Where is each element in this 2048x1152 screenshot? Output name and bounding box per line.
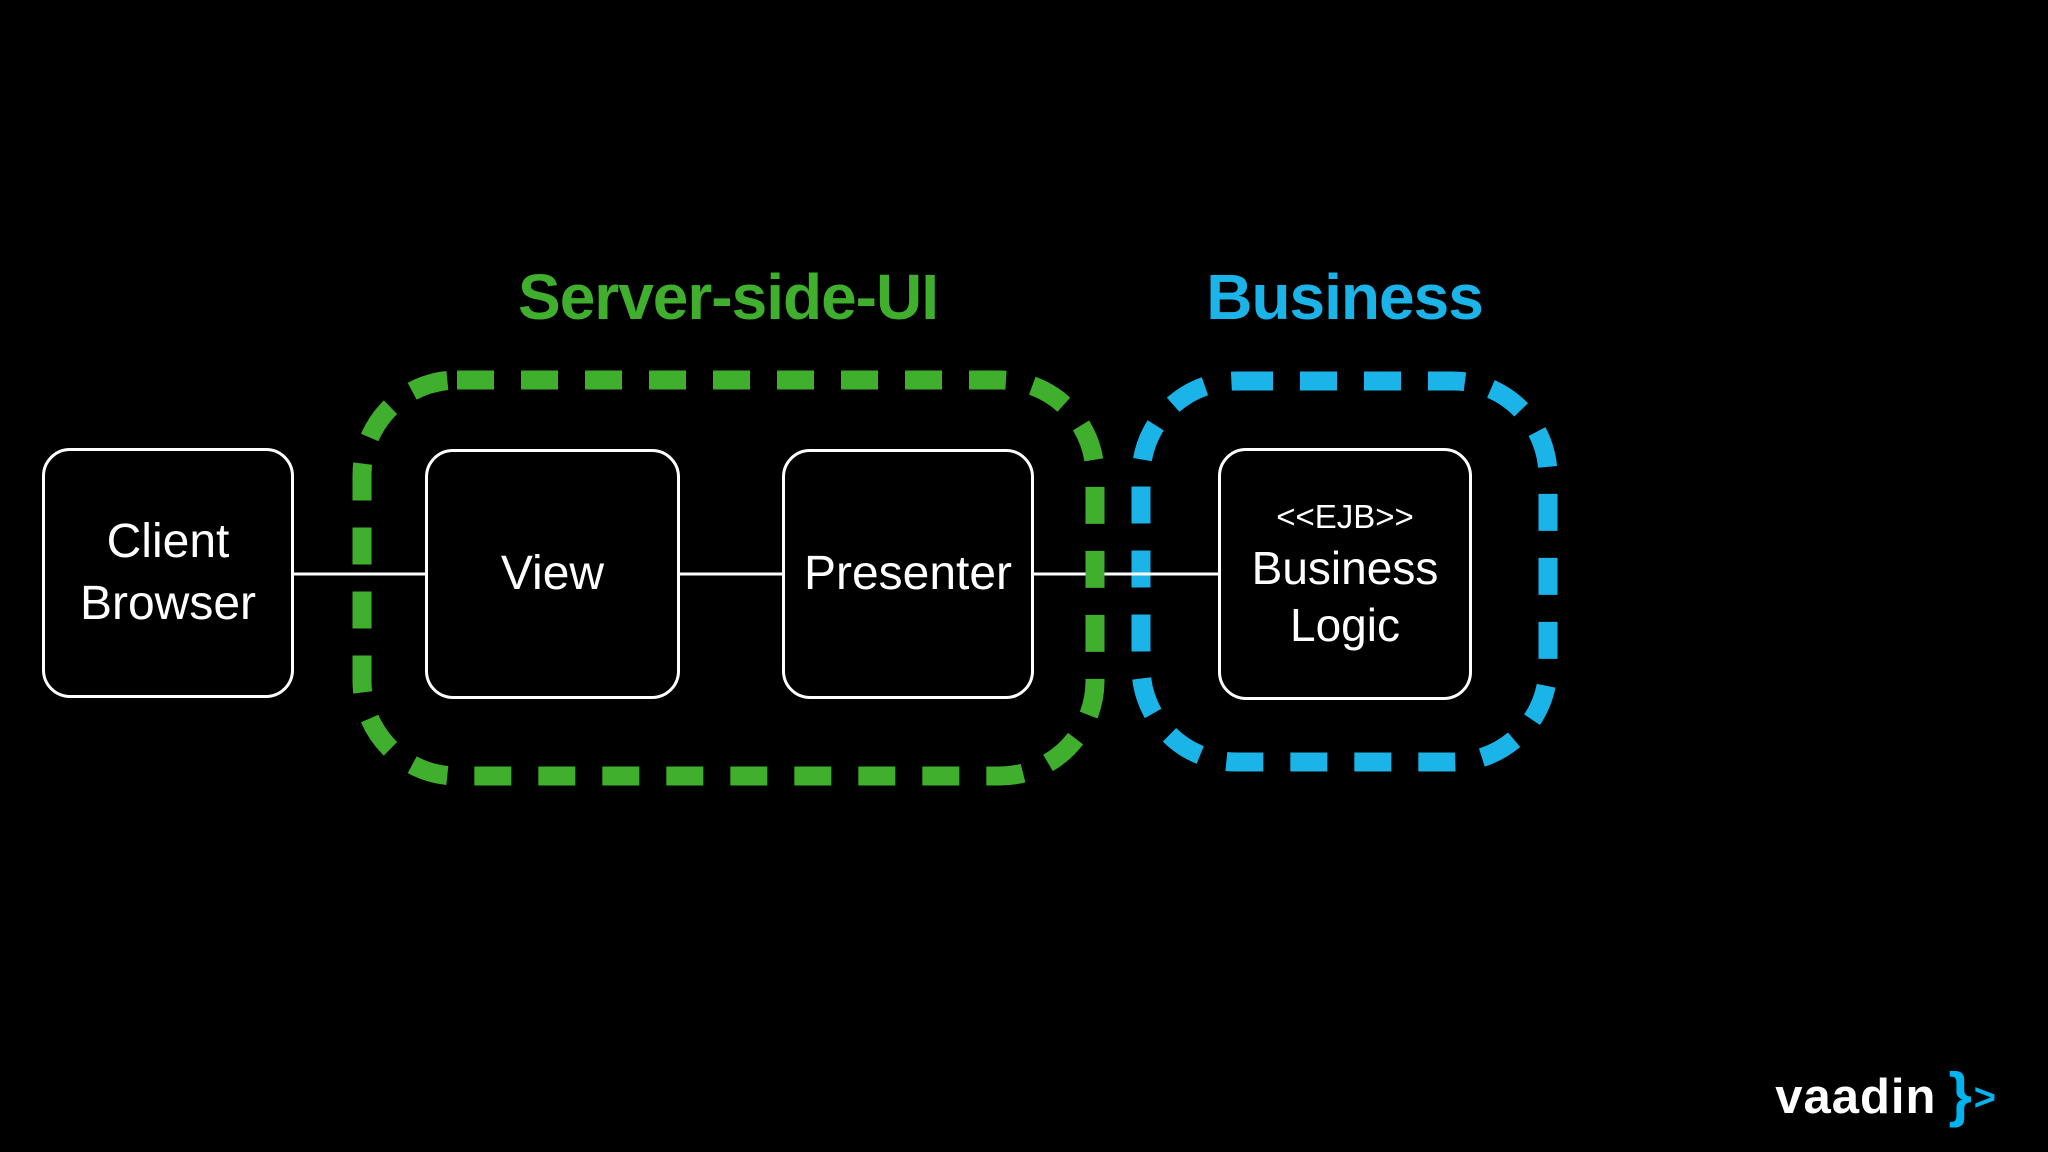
ejb-business-logic-node: <<EJB>> Business Logic [1218,448,1472,700]
vaadin-logo: vaadin } > [1775,1058,1996,1128]
view-node: View [425,449,680,699]
vaadin-logo-chevron-icon: > [1973,1077,1996,1119]
business-group-boundary [1131,371,1558,772]
ejb-stereotype-label: <<EJB>> [1276,498,1414,535]
client-browser-label-line2: Browser [79,577,257,630]
presenter-label: Presenter [803,547,1013,600]
client-browser-node: Client Browser [42,448,294,698]
vaadin-logo-wordmark: vaadin [1775,1070,1937,1124]
server-side-ui-group-title: Server-side-UI [518,261,939,333]
view-label: View [500,547,605,600]
server-side-ui-group-boundary [352,370,1105,786]
business-group-title: Business [1206,261,1484,333]
client-browser-label-line1: Client [106,515,230,568]
vaadin-logo-brace-icon: } [1948,1061,1972,1128]
ejb-label-line2: Logic [1290,599,1400,651]
presenter-node: Presenter [782,449,1034,699]
ejb-label-line1: Business [1251,542,1439,594]
